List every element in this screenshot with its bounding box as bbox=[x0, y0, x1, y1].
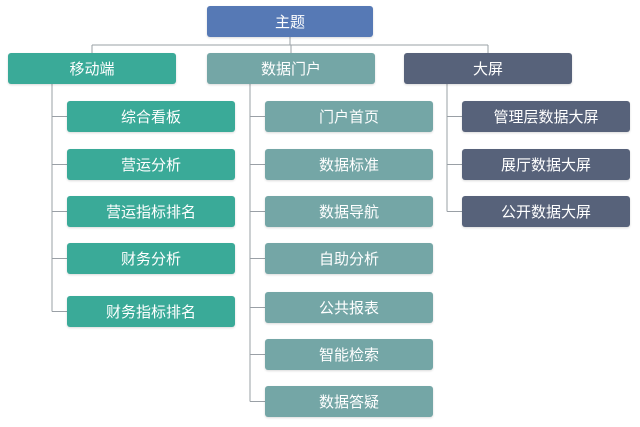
branch-node-portal: 数据门户 bbox=[207, 53, 375, 84]
child-node: 管理层数据大屏 bbox=[462, 101, 630, 132]
child-node: 综合看板 bbox=[67, 101, 235, 132]
child-node: 财务指标排名 bbox=[67, 296, 235, 327]
child-node: 营运指标排名 bbox=[67, 196, 235, 227]
child-node: 公开数据大屏 bbox=[462, 196, 630, 227]
child-node: 营运分析 bbox=[67, 149, 235, 180]
branch-node-bigscreen: 大屏 bbox=[404, 53, 572, 84]
child-node: 公共报表 bbox=[265, 292, 433, 323]
child-node: 自助分析 bbox=[265, 243, 433, 274]
child-node: 智能检索 bbox=[265, 339, 433, 370]
branch-node-mobile: 移动端 bbox=[8, 53, 176, 84]
child-node: 展厅数据大屏 bbox=[462, 149, 630, 180]
child-node: 数据答疑 bbox=[265, 386, 433, 417]
child-node: 数据导航 bbox=[265, 196, 433, 227]
child-node: 财务分析 bbox=[67, 243, 235, 274]
root-node: 主题 bbox=[207, 6, 373, 37]
child-node: 数据标准 bbox=[265, 149, 433, 180]
child-node: 门户首页 bbox=[265, 101, 433, 132]
